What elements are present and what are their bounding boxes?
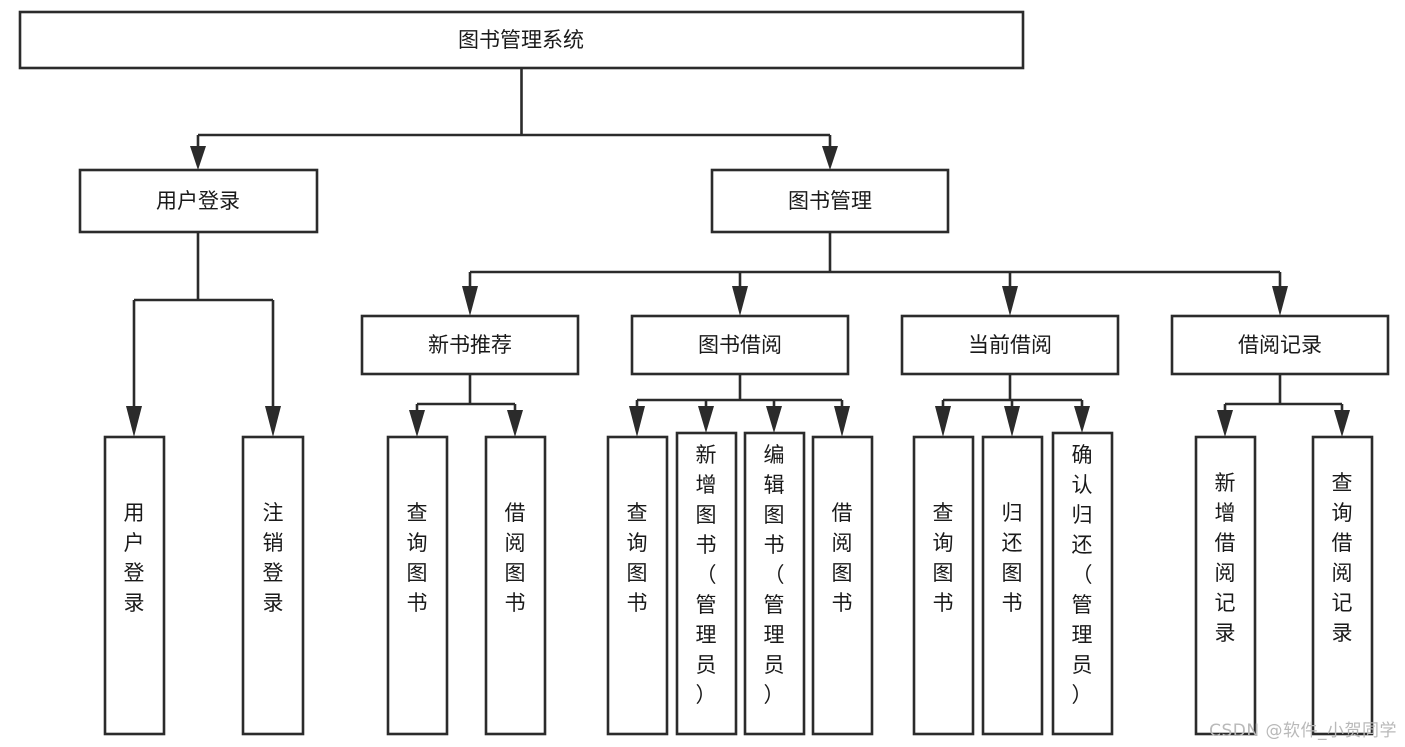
node-leaf-query-book-3-label: 查询图书 (933, 501, 954, 615)
node-leaf-borrow-book-2-label: 借阅图书 (832, 501, 853, 615)
node-leaf-add-book-box[interactable] (675, 431, 738, 736)
arrowhead-leaf-query-book-2 (629, 406, 645, 437)
node-leaf-add-book-label: 新增图书（管理员） (696, 443, 717, 707)
node-leaf-query-book-2[interactable]: 查询图书 (606, 435, 669, 736)
node-root-box[interactable] (18, 10, 1025, 70)
arrowhead-leaf-add-book (698, 406, 714, 433)
node-leaf-return-book-box[interactable] (981, 435, 1044, 736)
node-leaf-add-record[interactable]: 新增借阅记录 (1194, 435, 1257, 736)
node-book-borrow[interactable]: 图书借阅 (630, 314, 850, 376)
arrowhead-book-borrow (732, 286, 748, 316)
node-leaf-confirm-return-box[interactable] (1051, 431, 1114, 736)
node-current-borrow-box[interactable] (900, 314, 1120, 376)
node-book-management[interactable]: 图书管理 (710, 168, 950, 234)
node-leaf-edit-book[interactable]: 编辑图书（管理员） (743, 431, 806, 736)
arrowhead-leaf-confirm-return (1074, 406, 1090, 433)
arrowhead-leaf-query-record (1334, 410, 1350, 437)
arrowhead-current-borrow (1002, 286, 1018, 316)
node-leaf-query-book-1[interactable]: 查询图书 (386, 435, 449, 736)
node-leaf-query-record[interactable]: 查询借阅记录 (1311, 435, 1374, 736)
node-new-book-recommend-label: 新书推荐 (428, 333, 512, 357)
node-borrow-record-box[interactable] (1170, 314, 1390, 376)
node-leaf-add-record-label: 新增借阅记录 (1215, 471, 1236, 645)
arrowhead-borrow-record (1272, 286, 1288, 316)
node-leaf-logout-login[interactable]: 注销登录 (241, 435, 305, 736)
node-leaf-borrow-book-2-box[interactable] (811, 435, 874, 736)
arrowhead-leaf-logout-login (265, 406, 281, 437)
node-leaf-borrow-book-1[interactable]: 借阅图书 (484, 435, 547, 736)
node-leaf-query-book-2-label: 查询图书 (627, 501, 648, 615)
arrowhead-user-login (190, 146, 206, 170)
node-book-management-label: 图书管理 (788, 189, 872, 213)
node-leaf-edit-book-box[interactable] (743, 431, 806, 736)
node-borrow-record[interactable]: 借阅记录 (1170, 314, 1390, 376)
node-new-book-recommend[interactable]: 新书推荐 (360, 314, 580, 376)
node-leaf-borrow-book-2[interactable]: 借阅图书 (811, 435, 874, 736)
node-user-login-box[interactable] (78, 168, 319, 234)
arrowhead-book-management (822, 146, 838, 170)
node-leaf-logout-login-label: 注销登录 (263, 501, 284, 615)
node-user-login[interactable]: 用户登录 (78, 168, 319, 234)
node-user-login-label: 用户登录 (156, 189, 240, 213)
node-current-borrow[interactable]: 当前借阅 (900, 314, 1120, 376)
node-new-book-recommend-box[interactable] (360, 314, 580, 376)
arrowhead-leaf-query-book-3 (935, 406, 951, 437)
node-book-borrow-box[interactable] (630, 314, 850, 376)
arrowhead-leaf-edit-book (766, 406, 782, 433)
node-leaf-query-book-3-box[interactable] (912, 435, 975, 736)
node-current-borrow-label: 当前借阅 (968, 333, 1052, 357)
node-leaf-user-login-label: 用户登录 (124, 501, 145, 615)
arrowhead-leaf-add-record (1217, 410, 1233, 437)
node-leaf-query-book-1-label: 查询图书 (407, 501, 428, 615)
node-borrow-record-label: 借阅记录 (1238, 333, 1322, 357)
node-book-borrow-label: 图书借阅 (698, 333, 782, 357)
arrowhead-leaf-return-book (1004, 406, 1020, 437)
node-leaf-return-book-label: 归还图书 (1002, 501, 1023, 615)
node-leaf-add-book[interactable]: 新增图书（管理员） (675, 431, 738, 736)
node-leaf-user-login[interactable]: 用户登录 (103, 435, 166, 736)
node-leaf-query-book-2-box[interactable] (606, 435, 669, 736)
node-leaf-borrow-book-1-box[interactable] (484, 435, 547, 736)
connector-group (126, 68, 1350, 437)
arrowhead-leaf-query-book-1 (409, 410, 425, 437)
node-leaf-confirm-return-label: 确认归还（管理员） (1072, 443, 1093, 707)
node-book-management-box[interactable] (710, 168, 950, 234)
arrowhead-leaf-user-login (126, 406, 142, 437)
node-root[interactable]: 图书管理系统 (18, 10, 1025, 70)
node-root-label: 图书管理系统 (458, 28, 584, 52)
arrowhead-new-book (462, 286, 478, 316)
arrowhead-leaf-borrow-book-2 (834, 406, 850, 437)
node-leaf-confirm-return[interactable]: 确认归还（管理员） (1051, 431, 1114, 736)
node-leaf-logout-login-box[interactable] (241, 435, 305, 736)
node-leaf-user-login-box[interactable] (103, 435, 166, 736)
node-leaf-query-record-box[interactable] (1311, 435, 1374, 736)
node-leaf-borrow-book-1-label: 借阅图书 (505, 501, 526, 615)
node-leaf-query-record-label: 查询借阅记录 (1332, 471, 1353, 645)
arrowhead-leaf-borrow-book-1 (507, 410, 523, 437)
node-leaf-edit-book-label: 编辑图书（管理员） (764, 443, 785, 707)
node-leaf-return-book[interactable]: 归还图书 (981, 435, 1044, 736)
node-leaf-add-record-box[interactable] (1194, 435, 1257, 736)
node-leaf-query-book-1-box[interactable] (386, 435, 449, 736)
node-leaf-query-book-3[interactable]: 查询图书 (912, 435, 975, 736)
